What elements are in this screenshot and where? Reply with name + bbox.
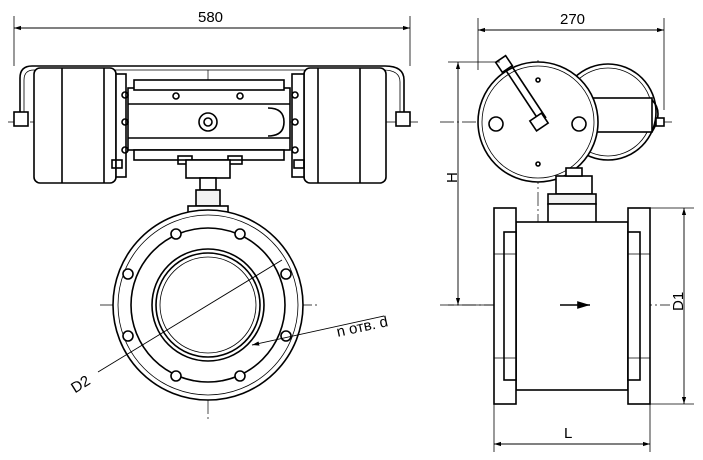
dim-d1-label: D1 [670, 292, 687, 311]
left-flange-face [503, 231, 517, 381]
end-cover-screw-bottom [535, 161, 541, 167]
d2-leader-line [97, 259, 283, 373]
flange-outer-inner-edge [117, 214, 299, 396]
mounting-bracket [185, 159, 231, 179]
flange-bore-inner [159, 256, 257, 354]
actuator-top-plate [133, 79, 285, 91]
dim-270-label: 270 [560, 11, 585, 28]
actuator-position-indicator [198, 112, 218, 132]
flange-bolt-circle [130, 227, 286, 383]
guard-tube-left-fitting [13, 111, 29, 127]
cover-tube-line-2 [508, 61, 547, 119]
holes-leader-line [251, 315, 385, 346]
actuator-bottom-plate [133, 149, 285, 161]
rear-actuator-tube [651, 99, 659, 133]
end-cover-screw-top [535, 77, 541, 83]
end-cover-bolt-right [571, 116, 587, 132]
cover-tube-bottom-fitting [528, 112, 550, 132]
flange-bore [155, 252, 261, 358]
cover-tube-top-fitting [494, 54, 514, 74]
right-flange-face [627, 231, 641, 381]
dim-h-label: H [444, 172, 461, 183]
front-view: D2 n отв. d 580 [8, 9, 420, 420]
holes-label: n отв. d [335, 313, 389, 340]
end-cover-bolt-left [488, 116, 504, 132]
side-stem-coupling [547, 193, 597, 205]
side-stem-top [565, 167, 583, 177]
side-mounting-bracket [555, 175, 593, 195]
actuator-guard-tube [19, 65, 405, 115]
rear-actuator-body [587, 97, 653, 133]
valve-stem [199, 177, 217, 191]
right-actuator-cylinder [303, 67, 387, 184]
stem-coupling [195, 189, 221, 207]
actuator-side-fitting [267, 107, 285, 137]
valve-body [515, 221, 629, 391]
actuator-position-indicator-center [203, 117, 213, 127]
dim-l-label: L [564, 425, 572, 442]
rear-actuator-fitting [655, 117, 665, 127]
dim-580-label: 580 [198, 9, 223, 26]
flange-bolt-holes [122, 228, 292, 382]
d2-label: D2 [68, 372, 93, 397]
cover-tube-line-1 [502, 65, 541, 123]
right-cylinder-flange [291, 73, 305, 178]
side-view: 270 H D1 L [440, 11, 694, 452]
actuator-guard-tube-inner [23, 69, 401, 115]
actuator-end-cover-inner [481, 65, 595, 179]
guard-tube-right-fitting [395, 111, 411, 127]
actuator-bolts [111, 91, 305, 169]
